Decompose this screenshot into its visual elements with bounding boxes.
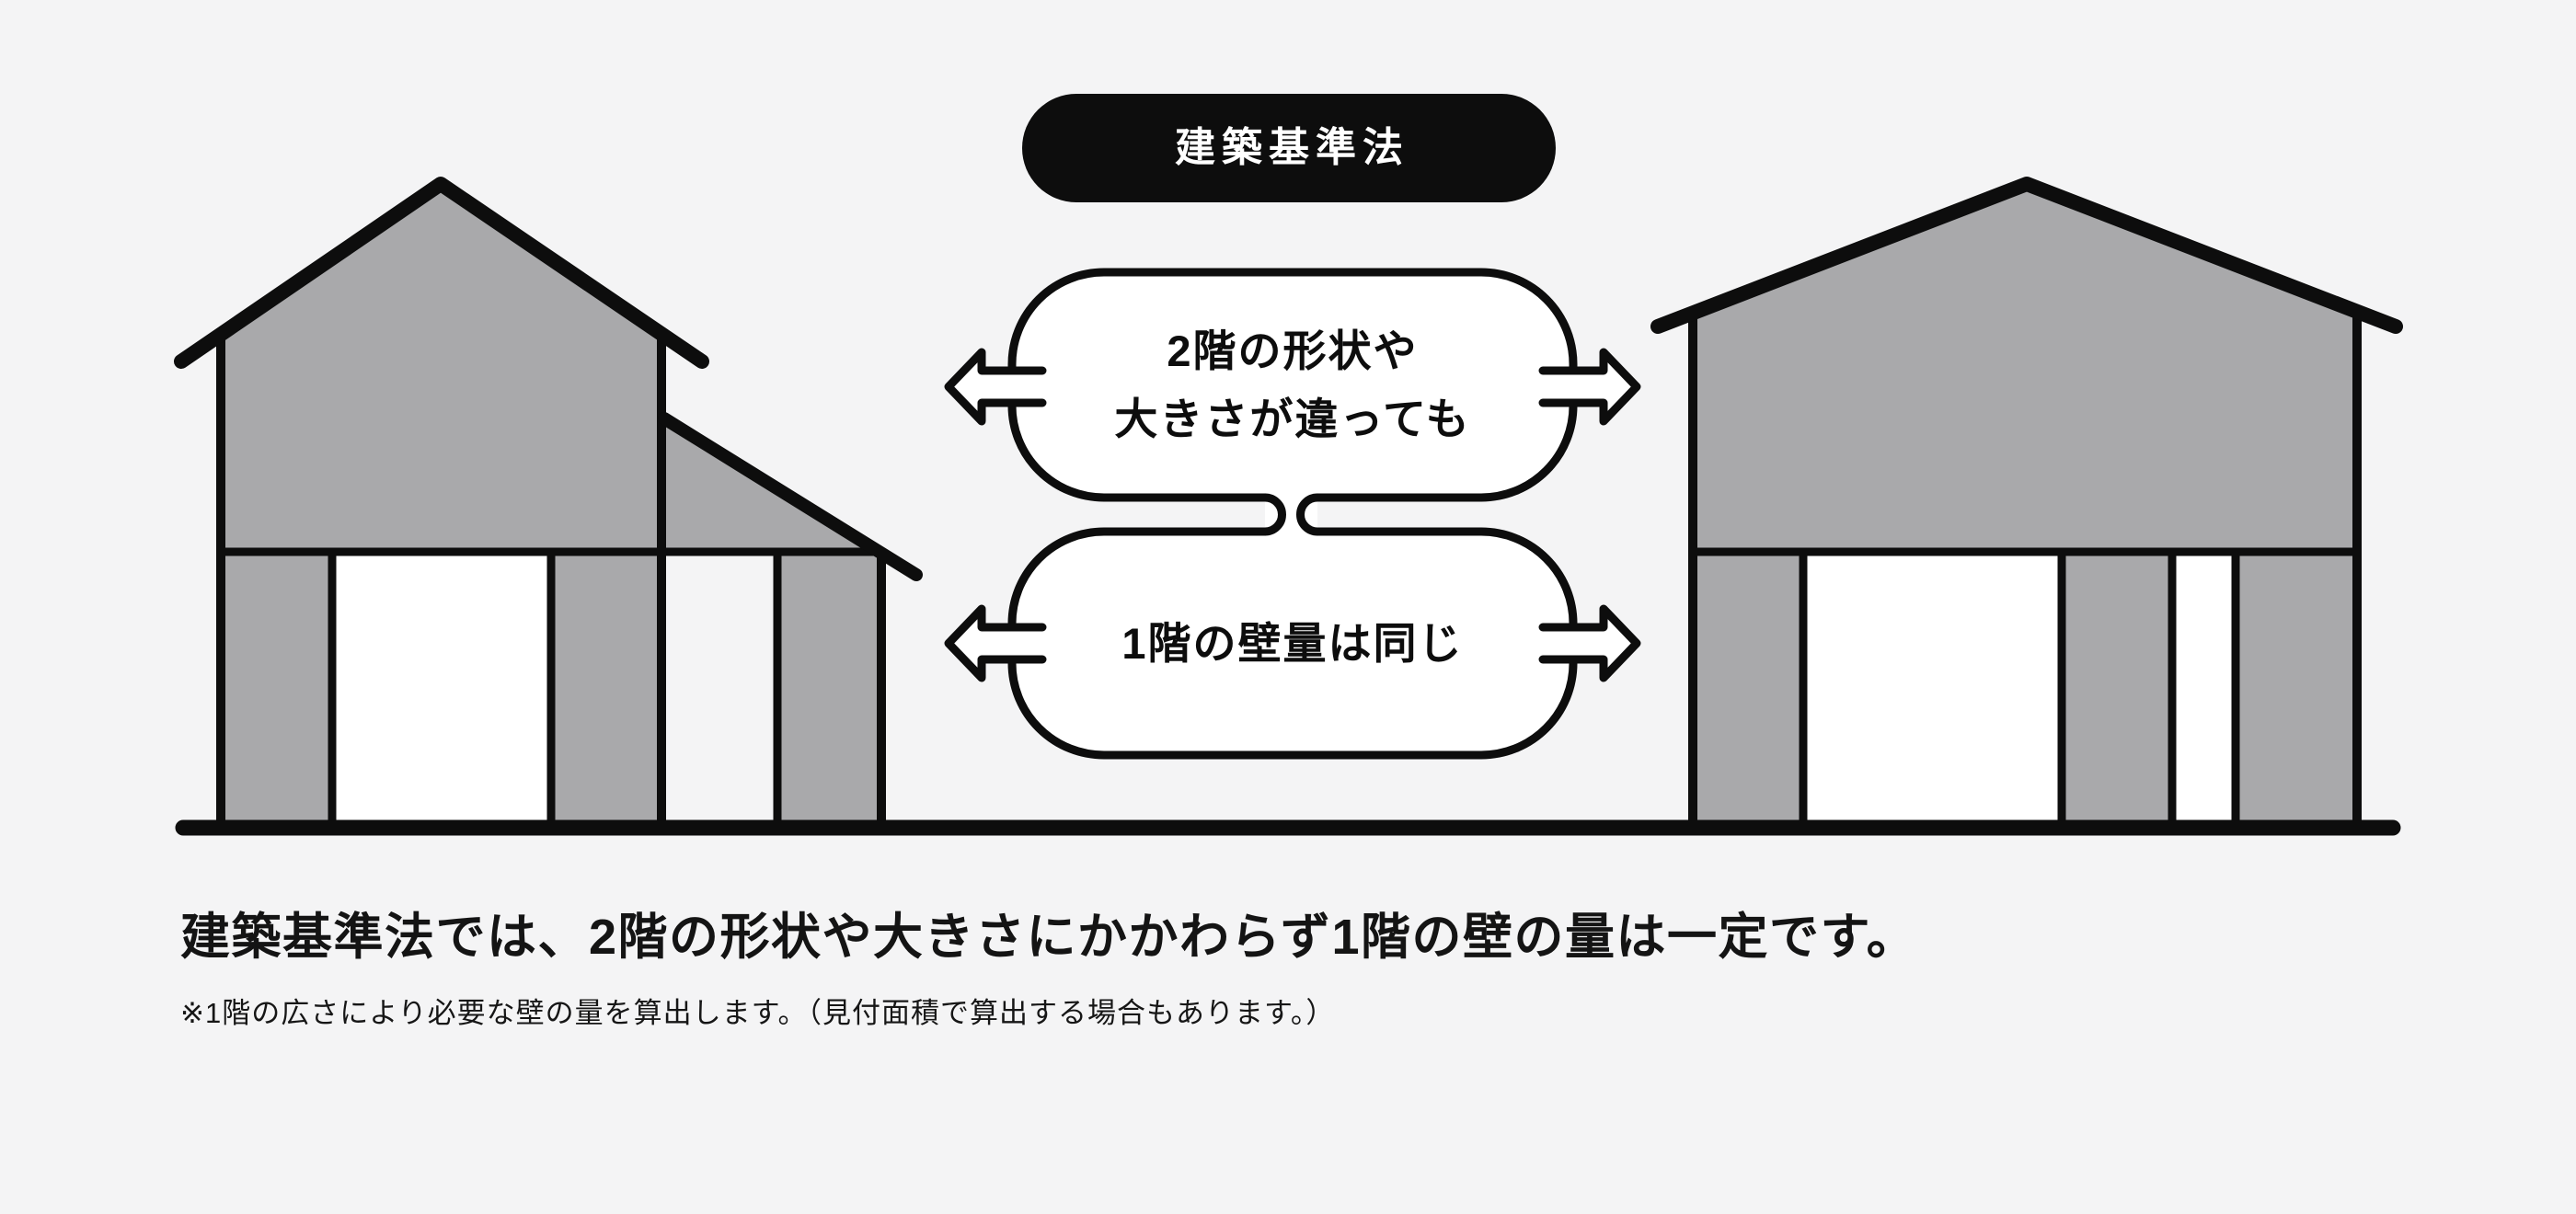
right-house-second-floor	[1693, 189, 2357, 552]
caption-heading: 建築基準法では、2階の形状や大きさにかかわらず1階の壁の量は一定です。	[180, 910, 1918, 965]
right-house-window-opening	[2172, 552, 2236, 826]
bubble-top-line-1: 2階の形状や	[1167, 326, 1419, 375]
arrow-right-icon	[1538, 348, 1641, 426]
left-house-gable-roof-line	[174, 177, 709, 369]
left-house-wall-pier	[551, 552, 661, 826]
left-house-second-floor	[221, 184, 661, 552]
right-house-wall-pier	[2062, 552, 2172, 826]
right-house-wall-pier	[1693, 552, 1803, 826]
right-house-wall-pier	[2236, 552, 2357, 826]
left-house-door-opening	[332, 552, 551, 826]
bubble-bottom-text: 1階の壁量は同じ	[1012, 532, 1573, 755]
arrow-left-icon	[944, 604, 1047, 682]
right-house-gable-roof-line	[1650, 177, 2403, 334]
caption-block: 建築基準法では、2階の形状や大きさにかかわらず1階の壁の量は一定です。 ※1階の…	[180, 909, 2407, 1032]
arrow-left-icon	[944, 348, 1047, 426]
left-house-illustration	[174, 177, 923, 826]
title-badge: 建築基準法	[1022, 94, 1556, 202]
right-house-door-opening	[1803, 552, 2062, 826]
bubble-bottom-line-1: 1階の壁量は同じ	[1121, 618, 1464, 668]
arrow-right-icon	[1538, 604, 1641, 682]
bubble-top-text: 2階の形状や 大きさが違っても	[1012, 272, 1573, 498]
bubble-neck-left-curve	[1264, 493, 1286, 536]
bubble-neck-right-curve	[1296, 493, 1318, 536]
left-house-wall-pier	[777, 552, 881, 826]
title-badge-label: 建築基準法	[1175, 125, 1409, 170]
left-house-lean-to-roof-line	[658, 412, 923, 581]
caption-note: ※1階の広さにより必要な壁の量を算出します。（見付面積で算出する場合もあります。…	[180, 997, 1336, 1029]
bubble-top-line-2: 大きさが違っても	[1114, 394, 1471, 443]
left-house-wall-pier	[221, 552, 332, 826]
right-house-illustration	[1650, 177, 2403, 826]
speech-bubbles	[944, 268, 1641, 760]
